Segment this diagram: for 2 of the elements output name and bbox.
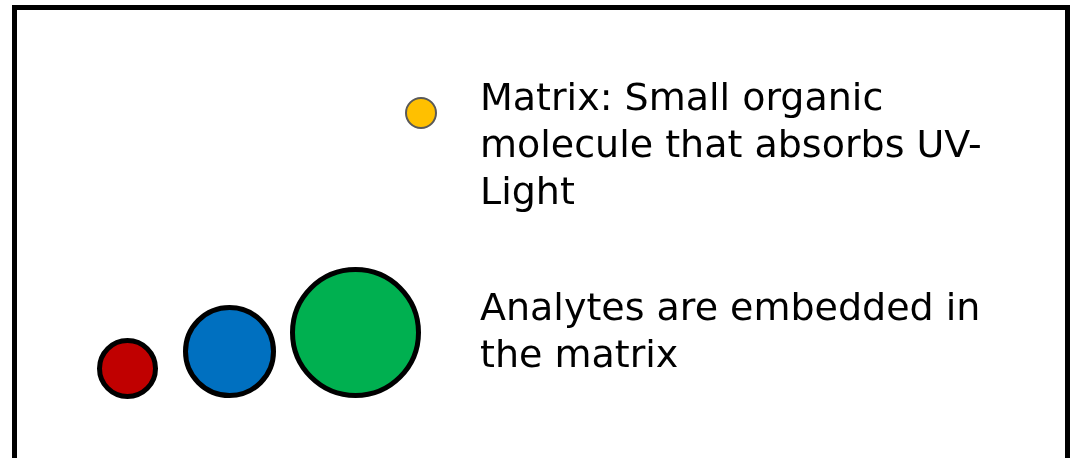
description-text: Analytes are embedded in the matrix <box>480 284 982 378</box>
description-text: Matrix: Small organic molecule that absorbs UV-Light <box>480 74 983 215</box>
